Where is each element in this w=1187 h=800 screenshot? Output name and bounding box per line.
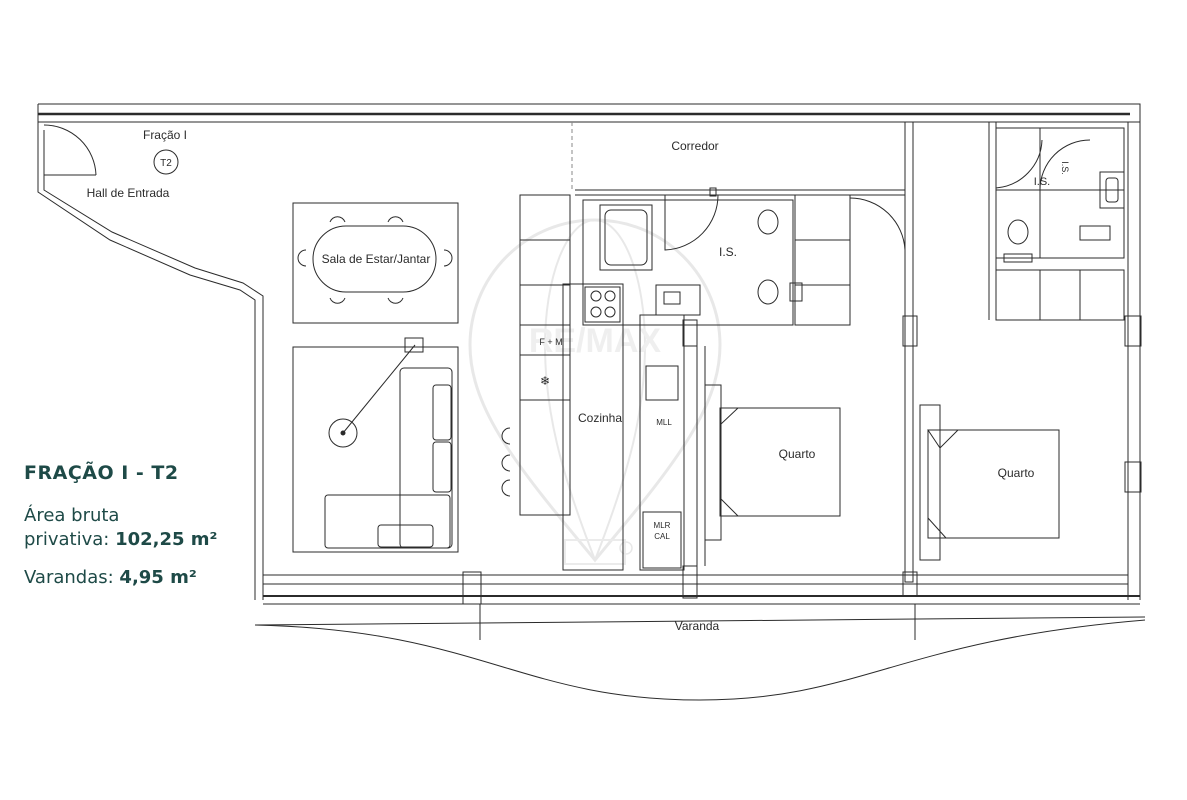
area-label: Área bruta — [24, 504, 264, 528]
interior-walls — [462, 121, 1142, 605]
quarto-1-label: Quarto — [779, 447, 816, 461]
fridge-label: F + M — [539, 337, 562, 347]
typology-label: T2 — [160, 158, 172, 169]
info-panel: FRAÇÃO I - T2 Área bruta privativa: 102,… — [24, 462, 264, 590]
entrance-door — [43, 124, 97, 176]
area-label-line-2: privativa: — [24, 529, 110, 550]
varanda-label: Varanda — [675, 619, 720, 633]
bed-2 — [919, 404, 1060, 561]
living-area — [292, 337, 459, 553]
area-label-line-1: Área bruta — [24, 505, 120, 526]
corredor-label: Corredor — [671, 139, 718, 153]
sala-label: Sala de Estar/Jantar — [322, 252, 431, 266]
freezer-icon: ❄ — [540, 374, 550, 388]
varandas-label: Varandas: — [24, 567, 114, 588]
watermark-text: RE/MAX — [529, 322, 662, 360]
suite-is-label: I.S. — [1034, 176, 1051, 188]
quarto-2-label: Quarto — [998, 466, 1035, 480]
mlr-label: MLR — [654, 521, 671, 530]
corridor-cabinets — [794, 194, 906, 326]
dining-area — [292, 202, 459, 324]
varandas-value: 4,95 m² — [119, 567, 197, 588]
balcony — [254, 604, 1146, 701]
hall-label: Hall de Entrada — [87, 186, 170, 200]
suite-bathroom — [995, 127, 1125, 321]
exterior-walls — [37, 103, 1141, 605]
fraction-title: FRAÇÃO I - T2 — [24, 462, 179, 484]
kitchen-counters: F + M ❄ — [519, 194, 685, 571]
typology-badge — [153, 149, 179, 175]
bar-stools — [501, 427, 511, 497]
fracao-label: Fração I — [143, 128, 187, 142]
remax-watermark: RE/MAX — [468, 218, 722, 565]
bed-1 — [704, 384, 841, 541]
cozinha-label: Cozinha — [578, 411, 622, 425]
main-is-label: I.S. — [719, 245, 737, 259]
varandas-line: Varandas: 4,95 m² — [24, 566, 264, 590]
cal-label: CAL — [654, 532, 670, 541]
suite-is-label-rotated: I.S. — [1060, 161, 1070, 175]
mll-label: MLL — [656, 418, 672, 427]
area-line: privativa: 102,25 m² — [24, 528, 264, 552]
main-bathroom — [582, 187, 803, 326]
area-value: 102,25 m² — [115, 529, 218, 550]
